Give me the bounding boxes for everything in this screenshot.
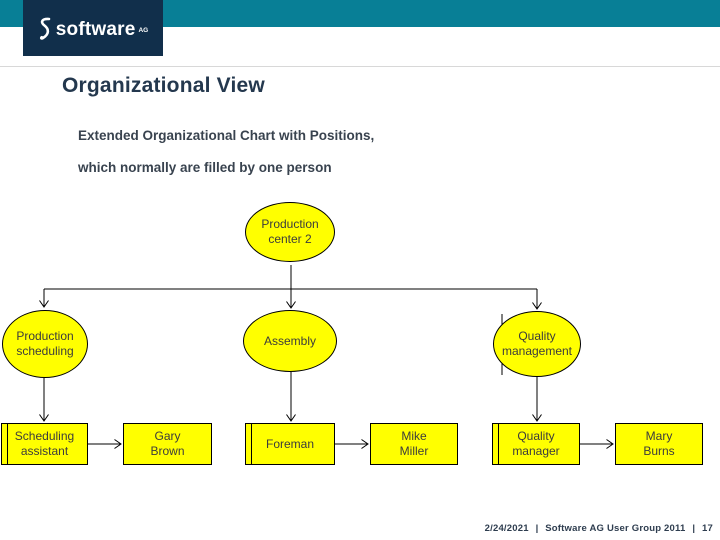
- slide-title: Organizational View: [62, 74, 265, 97]
- footer-page-number: 17: [702, 523, 713, 534]
- arrowhead-quality-management: [532, 302, 542, 310]
- slide-subtitle-line1: Extended Organizational Chart with Posit…: [78, 128, 375, 143]
- logo-ag-suffix: AG: [138, 26, 149, 34]
- node-label-line1: Assembly: [263, 333, 316, 348]
- node-label-line1: Mike: [401, 429, 427, 443]
- node-label-line1: Foreman: [265, 436, 315, 451]
- arrowhead-production-scheduling: [39, 300, 49, 308]
- position-scheduling-assistant: Scheduling assistant: [1, 423, 88, 465]
- org-unit-production-center-2: Production center 2: [245, 202, 335, 262]
- node-label-line2: manager: [512, 444, 560, 458]
- node-label-line1: Mary: [645, 429, 673, 443]
- node-label-line2: scheduling: [16, 344, 74, 358]
- software-ag-logo-icon: [39, 17, 51, 40]
- footer-separator: |: [535, 523, 539, 534]
- position-symbol-line: [498, 424, 499, 464]
- position-quality-manager: Quality manager: [492, 423, 580, 465]
- node-label-line1: Scheduling: [14, 429, 75, 443]
- org-unit-assembly: Assembly: [243, 310, 337, 372]
- person-gary-brown: Gary Brown: [123, 423, 212, 465]
- footer-separator: |: [692, 523, 696, 534]
- slide-subtitle-line2: which normally are filled by one person: [78, 160, 332, 175]
- position-symbol-line: [7, 424, 8, 464]
- org-unit-production-scheduling: Production scheduling: [2, 310, 88, 378]
- logo-wordmark: software: [55, 19, 136, 40]
- node-label-line1: Quality: [518, 329, 556, 343]
- arrowhead-foreman: [286, 414, 296, 422]
- node-label-line2: Burns: [643, 444, 675, 458]
- person-mary-burns: Mary Burns: [615, 423, 703, 465]
- org-unit-quality-management: Quality management: [493, 311, 581, 377]
- person-mike-miller: Mike Miller: [370, 423, 458, 465]
- arrowhead-gary-brown: [114, 439, 122, 449]
- node-label-line1: Quality: [517, 429, 555, 443]
- node-label-line2: Miller: [399, 444, 429, 458]
- arrowhead-scheduling-assistant: [39, 414, 49, 422]
- node-label-line1: Gary: [154, 429, 181, 443]
- arrowhead-quality-manager: [532, 414, 542, 422]
- position-foreman: Foreman: [245, 423, 335, 465]
- header-divider-line: [0, 66, 720, 67]
- footer-date: 2/24/2021: [484, 523, 529, 534]
- node-label-line2: assistant: [20, 444, 69, 458]
- arrowhead-mike-miller: [361, 439, 369, 449]
- footer-event: Software AG User Group 2011: [545, 523, 686, 534]
- arrowhead-assembly: [286, 301, 296, 309]
- position-symbol-line: [251, 424, 252, 464]
- node-label-line1: Production: [16, 329, 74, 343]
- arrowhead-mary-burns: [606, 439, 614, 449]
- node-label-line1: Production: [261, 217, 319, 231]
- node-label-line2: Brown: [150, 444, 185, 458]
- node-label-line2: center 2: [268, 232, 312, 246]
- node-label-line2: management: [501, 344, 573, 358]
- slide-footer: 2/24/2021 | Software AG User Group 2011 …: [485, 523, 713, 534]
